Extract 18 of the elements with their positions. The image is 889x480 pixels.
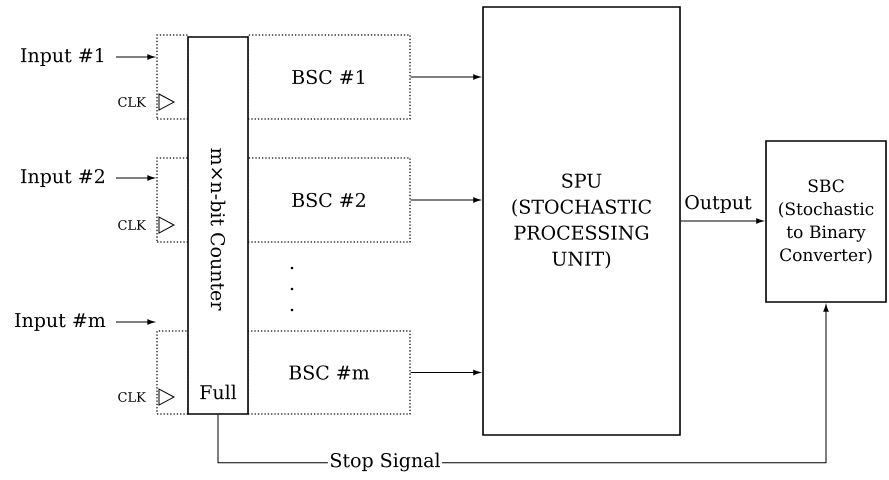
arrow — [410, 197, 480, 203]
arrow — [410, 74, 480, 80]
processing-unit-box: SPU (STOCHASTIC PROCESSING UNIT) — [482, 6, 681, 436]
clock-label: CLK — [118, 392, 146, 402]
converter-box: SBC (Stochastic to Binary Converter) — [765, 140, 887, 303]
clock-label: CLK — [118, 220, 146, 230]
arrow — [116, 175, 155, 181]
arrow — [116, 319, 155, 325]
input-label: Input #2 — [21, 168, 104, 188]
arrow — [410, 370, 480, 376]
arrow — [680, 218, 764, 224]
input-label: Input #1 — [21, 48, 104, 66]
arrow — [116, 54, 155, 60]
edge-label: Stop Signal — [328, 451, 442, 473]
counter-box: m×n-bit Counter Full — [187, 36, 249, 415]
clock-label: CLK — [118, 97, 146, 107]
edge-label: Output — [682, 193, 754, 215]
input-label: Input #m — [15, 313, 106, 331]
